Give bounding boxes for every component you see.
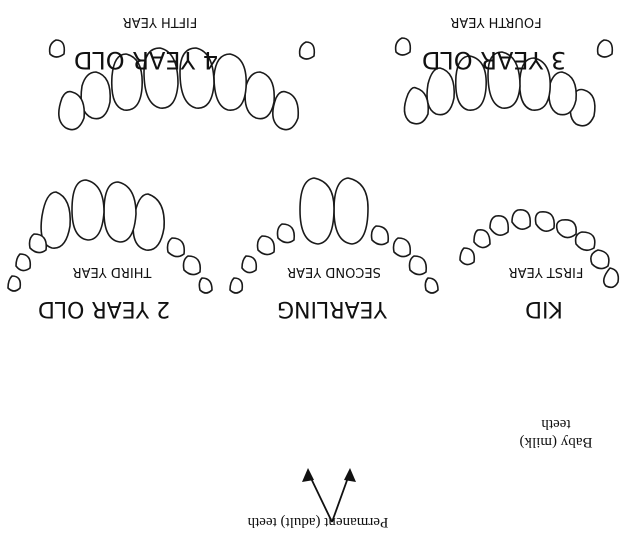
panel-1yr-subtitle: FIRST YEAR xyxy=(509,264,584,279)
panel-3yr-title: 2 YEAR OLD xyxy=(38,296,170,321)
yearling-permanent-incisor-left xyxy=(334,178,368,244)
panel-5yr-title: 4 YEAR OLD xyxy=(74,46,218,74)
baby-teeth-label-line1: Baby (milk) xyxy=(520,434,593,450)
panel-3yr-subtitle: THIRD YEAR xyxy=(73,264,153,279)
panel-4yr-subtitle: FOURTH YEAR xyxy=(450,14,541,29)
yearling-permanent-incisor-right xyxy=(300,178,334,244)
panel-4yr-title: 3 YEAR OLD xyxy=(422,46,566,74)
permanent-arrows xyxy=(302,468,356,522)
panel-2yr-subtitle: SECOND YEAR xyxy=(287,264,381,279)
baby-teeth-label-line2: teeth xyxy=(541,416,571,432)
panel-2yr-title: YEARLING xyxy=(277,296,388,321)
panel-5yr-subtitle: FIFTH YEAR xyxy=(123,14,198,29)
permanent-teeth-label: Permanent (adult) teeth xyxy=(247,514,388,530)
panel-1yr-title: KID xyxy=(525,296,563,321)
